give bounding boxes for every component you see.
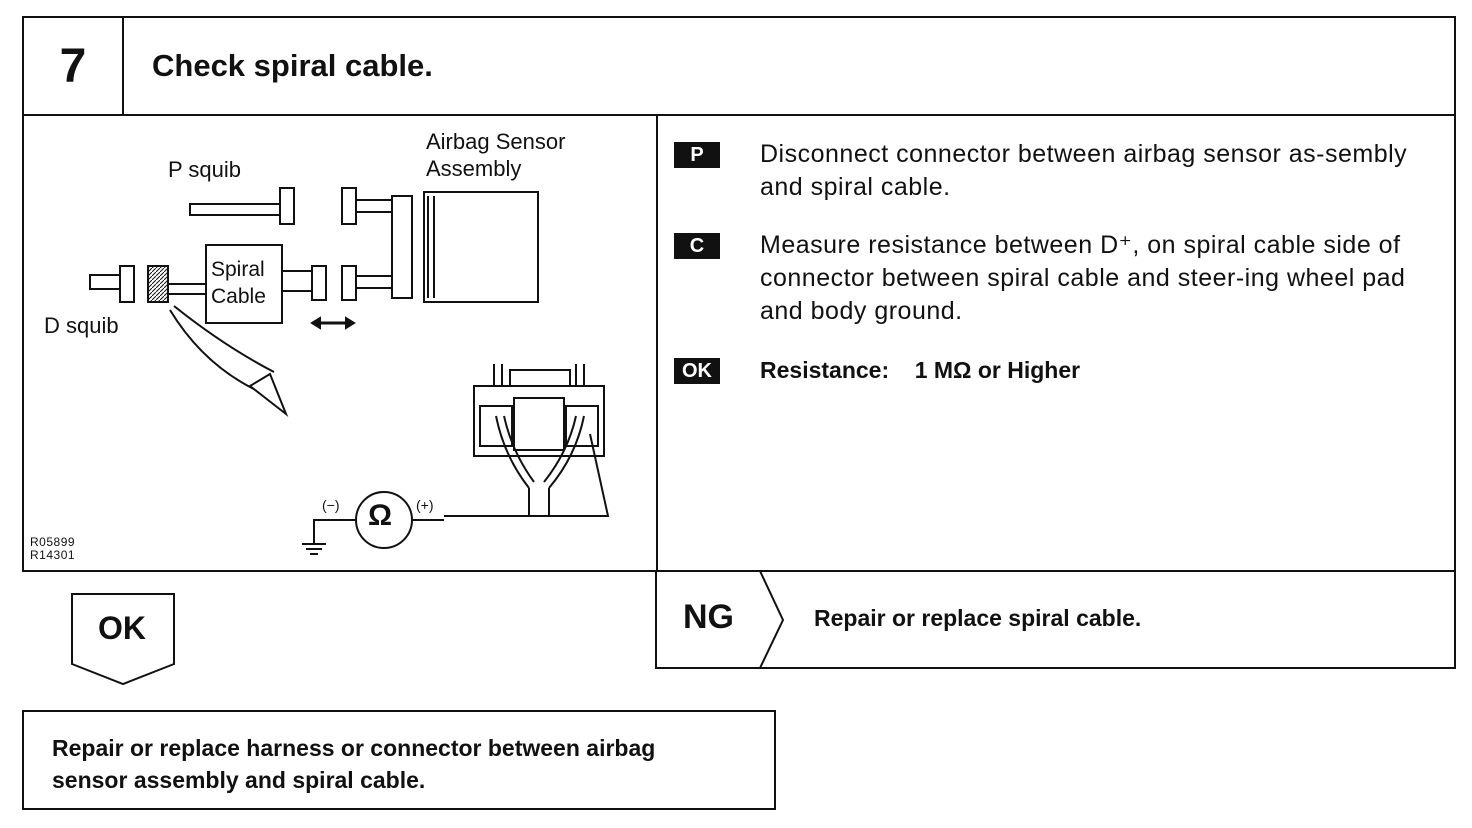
d-squib-connector — [89, 265, 206, 303]
step-title: Check spiral cable. — [152, 48, 433, 83]
sensor-plug — [391, 195, 413, 299]
spiral-connector — [311, 265, 327, 301]
instruction-p-text: Disconnect connector between airbag sens… — [760, 140, 1408, 201]
p-squib-connector — [189, 187, 295, 225]
label-airbag-sensor: Airbag Sensor — [426, 129, 566, 154]
instruction-c: C Measure resistance between D⁺, on spir… — [674, 229, 1454, 328]
connector-detail — [444, 364, 610, 517]
ng-box — [655, 570, 1456, 669]
ok-label: OK — [98, 610, 146, 646]
ng-action: Repair or replace spiral cable. — [814, 605, 1142, 631]
step-number: 7 — [24, 18, 124, 114]
figure-code-1: R05899 — [30, 535, 76, 549]
resistance-value: 1 MΩ or Higher — [914, 357, 1081, 383]
tag-p: P — [674, 142, 720, 168]
sensor-connector-p — [341, 187, 357, 225]
airbag-sensor-box — [423, 191, 539, 303]
ok-action-box: Repair or replace harness or connector b… — [22, 710, 776, 810]
wiring-diagram-svg — [89, 187, 610, 555]
resistance-spec: Resistance: 1 MΩ or Higher — [760, 354, 1080, 387]
column-divider — [656, 116, 658, 570]
label-minus: (−) — [322, 497, 340, 513]
label-cable: Cable — [211, 285, 266, 308]
instruction-ok: OK Resistance: 1 MΩ or Higher — [674, 354, 1454, 387]
instruction-p: P Disconnect connector between airbag se… — [674, 138, 1454, 204]
tag-c: C — [674, 233, 720, 259]
instruction-c-text: Measure resistance between D⁺, on spiral… — [760, 231, 1406, 325]
label-p-squib: P squib — [168, 157, 241, 182]
ohm-symbol: Ω — [368, 499, 393, 532]
figure-code-2: R14301 — [30, 548, 76, 562]
ok-arrow — [71, 593, 175, 686]
label-d-squib: D squib — [44, 313, 119, 338]
tag-ok: OK — [674, 358, 720, 384]
sensor-connector-d — [341, 265, 357, 301]
wiring-diagram: Airbag Sensor Assembly P squib Spiral Ca… — [24, 116, 656, 570]
ok-action: Repair or replace harness or connector b… — [52, 735, 656, 793]
label-spiral: Spiral — [211, 258, 265, 281]
step-content: Airbag Sensor Assembly P squib Spiral Ca… — [22, 114, 1456, 572]
ng-label: NG — [683, 598, 734, 636]
resistance-label: Resistance: — [760, 357, 890, 383]
ground-symbol — [302, 543, 326, 555]
spiral-cable-box — [205, 244, 283, 324]
step-header: 7 Check spiral cable. — [22, 16, 1456, 116]
label-plus: (+) — [416, 497, 434, 513]
label-assembly: Assembly — [426, 156, 522, 181]
